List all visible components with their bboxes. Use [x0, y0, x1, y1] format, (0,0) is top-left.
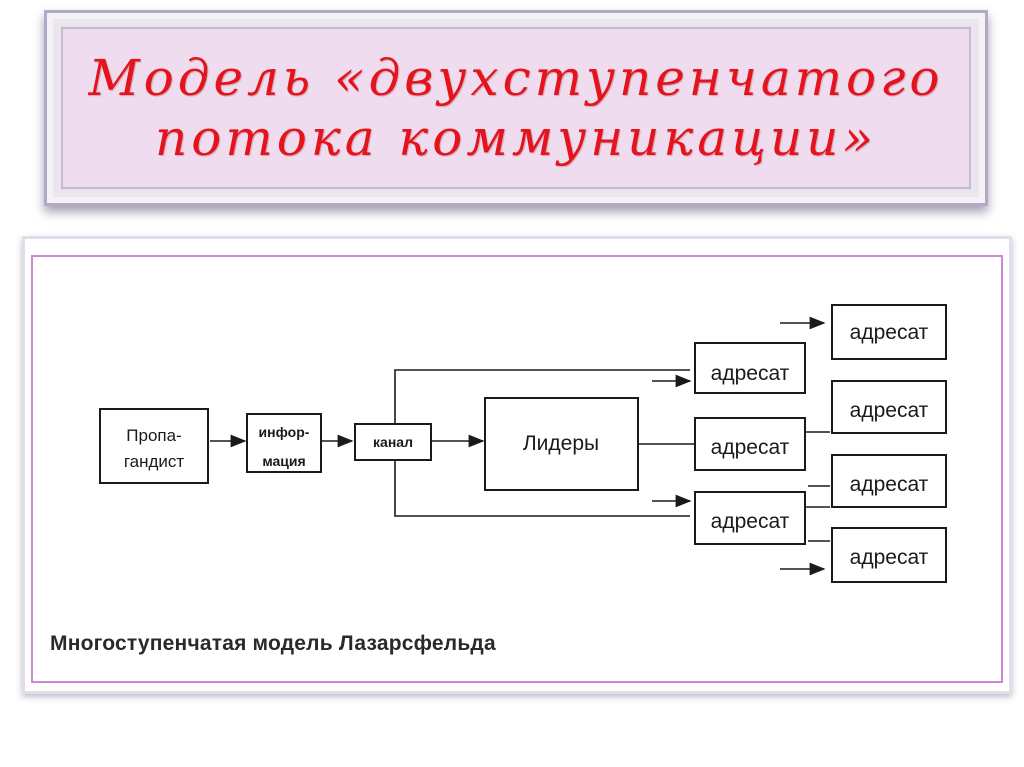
node-propagandist-label-1: Пропа- — [126, 426, 181, 445]
node-channel: канал — [354, 423, 432, 461]
node-addressee-far-2-label: адресат — [850, 399, 929, 422]
slide-title-line2: потока коммуникации» — [155, 109, 877, 167]
node-addressee-far-2: адресат — [831, 380, 947, 434]
node-information-label-1: инфор- — [259, 424, 310, 440]
node-addressee-far-4-label: адресат — [850, 546, 929, 569]
node-information: инфор- мация — [246, 413, 322, 473]
node-addressee-mid-2: адресат — [694, 417, 806, 471]
node-addressee-mid-3-label: адресат — [711, 510, 790, 533]
node-addressee-far-4: адресат — [831, 527, 947, 583]
connector-lines — [210, 316, 830, 576]
node-leaders: Лидеры — [484, 397, 639, 491]
slide-title: Модель «двухступенчатого потока коммуник… — [88, 48, 943, 168]
node-propagandist: Пропа- гандист — [99, 408, 209, 484]
node-addressee-mid-1-label: адресат — [711, 362, 790, 385]
title-panel-inner: Модель «двухступенчатого потока коммуник… — [61, 27, 971, 189]
line-channel-addressee-top — [394, 369, 690, 424]
node-information-label-2: мация — [262, 453, 305, 469]
node-addressee-far-3-label: адресат — [850, 473, 929, 496]
node-propagandist-label-2: гандист — [124, 452, 185, 471]
line-channel-addressee-bottom — [394, 460, 690, 517]
node-addressee-mid-2-label: адресат — [711, 436, 790, 459]
slide-title-line1: Модель «двухступенчатого — [88, 49, 944, 107]
title-panel: Модель «двухступенчатого потока коммуник… — [44, 10, 988, 206]
node-addressee-far-1-label: адресат — [850, 321, 929, 344]
node-addressee-mid-3: адресат — [694, 491, 806, 545]
node-addressee-mid-1: адресат — [694, 342, 806, 394]
diagram-caption: Многоступенчатая модель Лазарсфельда — [50, 632, 496, 655]
node-channel-label: канал — [373, 434, 413, 450]
node-addressee-far-3: адресат — [831, 454, 947, 508]
node-addressee-far-1: адресат — [831, 304, 947, 360]
node-leaders-label: Лидеры — [523, 432, 599, 455]
